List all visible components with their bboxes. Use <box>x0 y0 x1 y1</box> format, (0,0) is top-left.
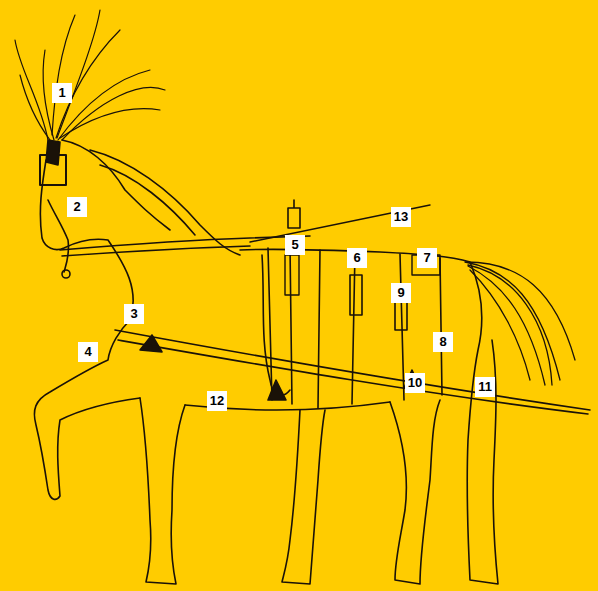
callout-number: 8 <box>433 332 453 352</box>
callout-number: 12 <box>207 391 227 411</box>
callout-number: 4 <box>78 342 98 362</box>
tail <box>465 262 575 385</box>
callout-number: 3 <box>124 304 144 324</box>
callout-number: 13 <box>391 207 411 227</box>
plume <box>15 10 165 140</box>
callout-number: 5 <box>285 235 305 255</box>
callout-number: 1 <box>52 83 72 103</box>
sword <box>115 330 590 414</box>
callout-number: 11 <box>475 377 495 397</box>
callout-number: 6 <box>347 248 367 268</box>
callout-number: 9 <box>391 283 411 303</box>
callout-number: 10 <box>405 373 425 393</box>
neck-crest <box>62 140 170 230</box>
callout-number: 2 <box>67 197 87 217</box>
callout-number: 7 <box>417 248 437 268</box>
spear <box>250 205 430 242</box>
